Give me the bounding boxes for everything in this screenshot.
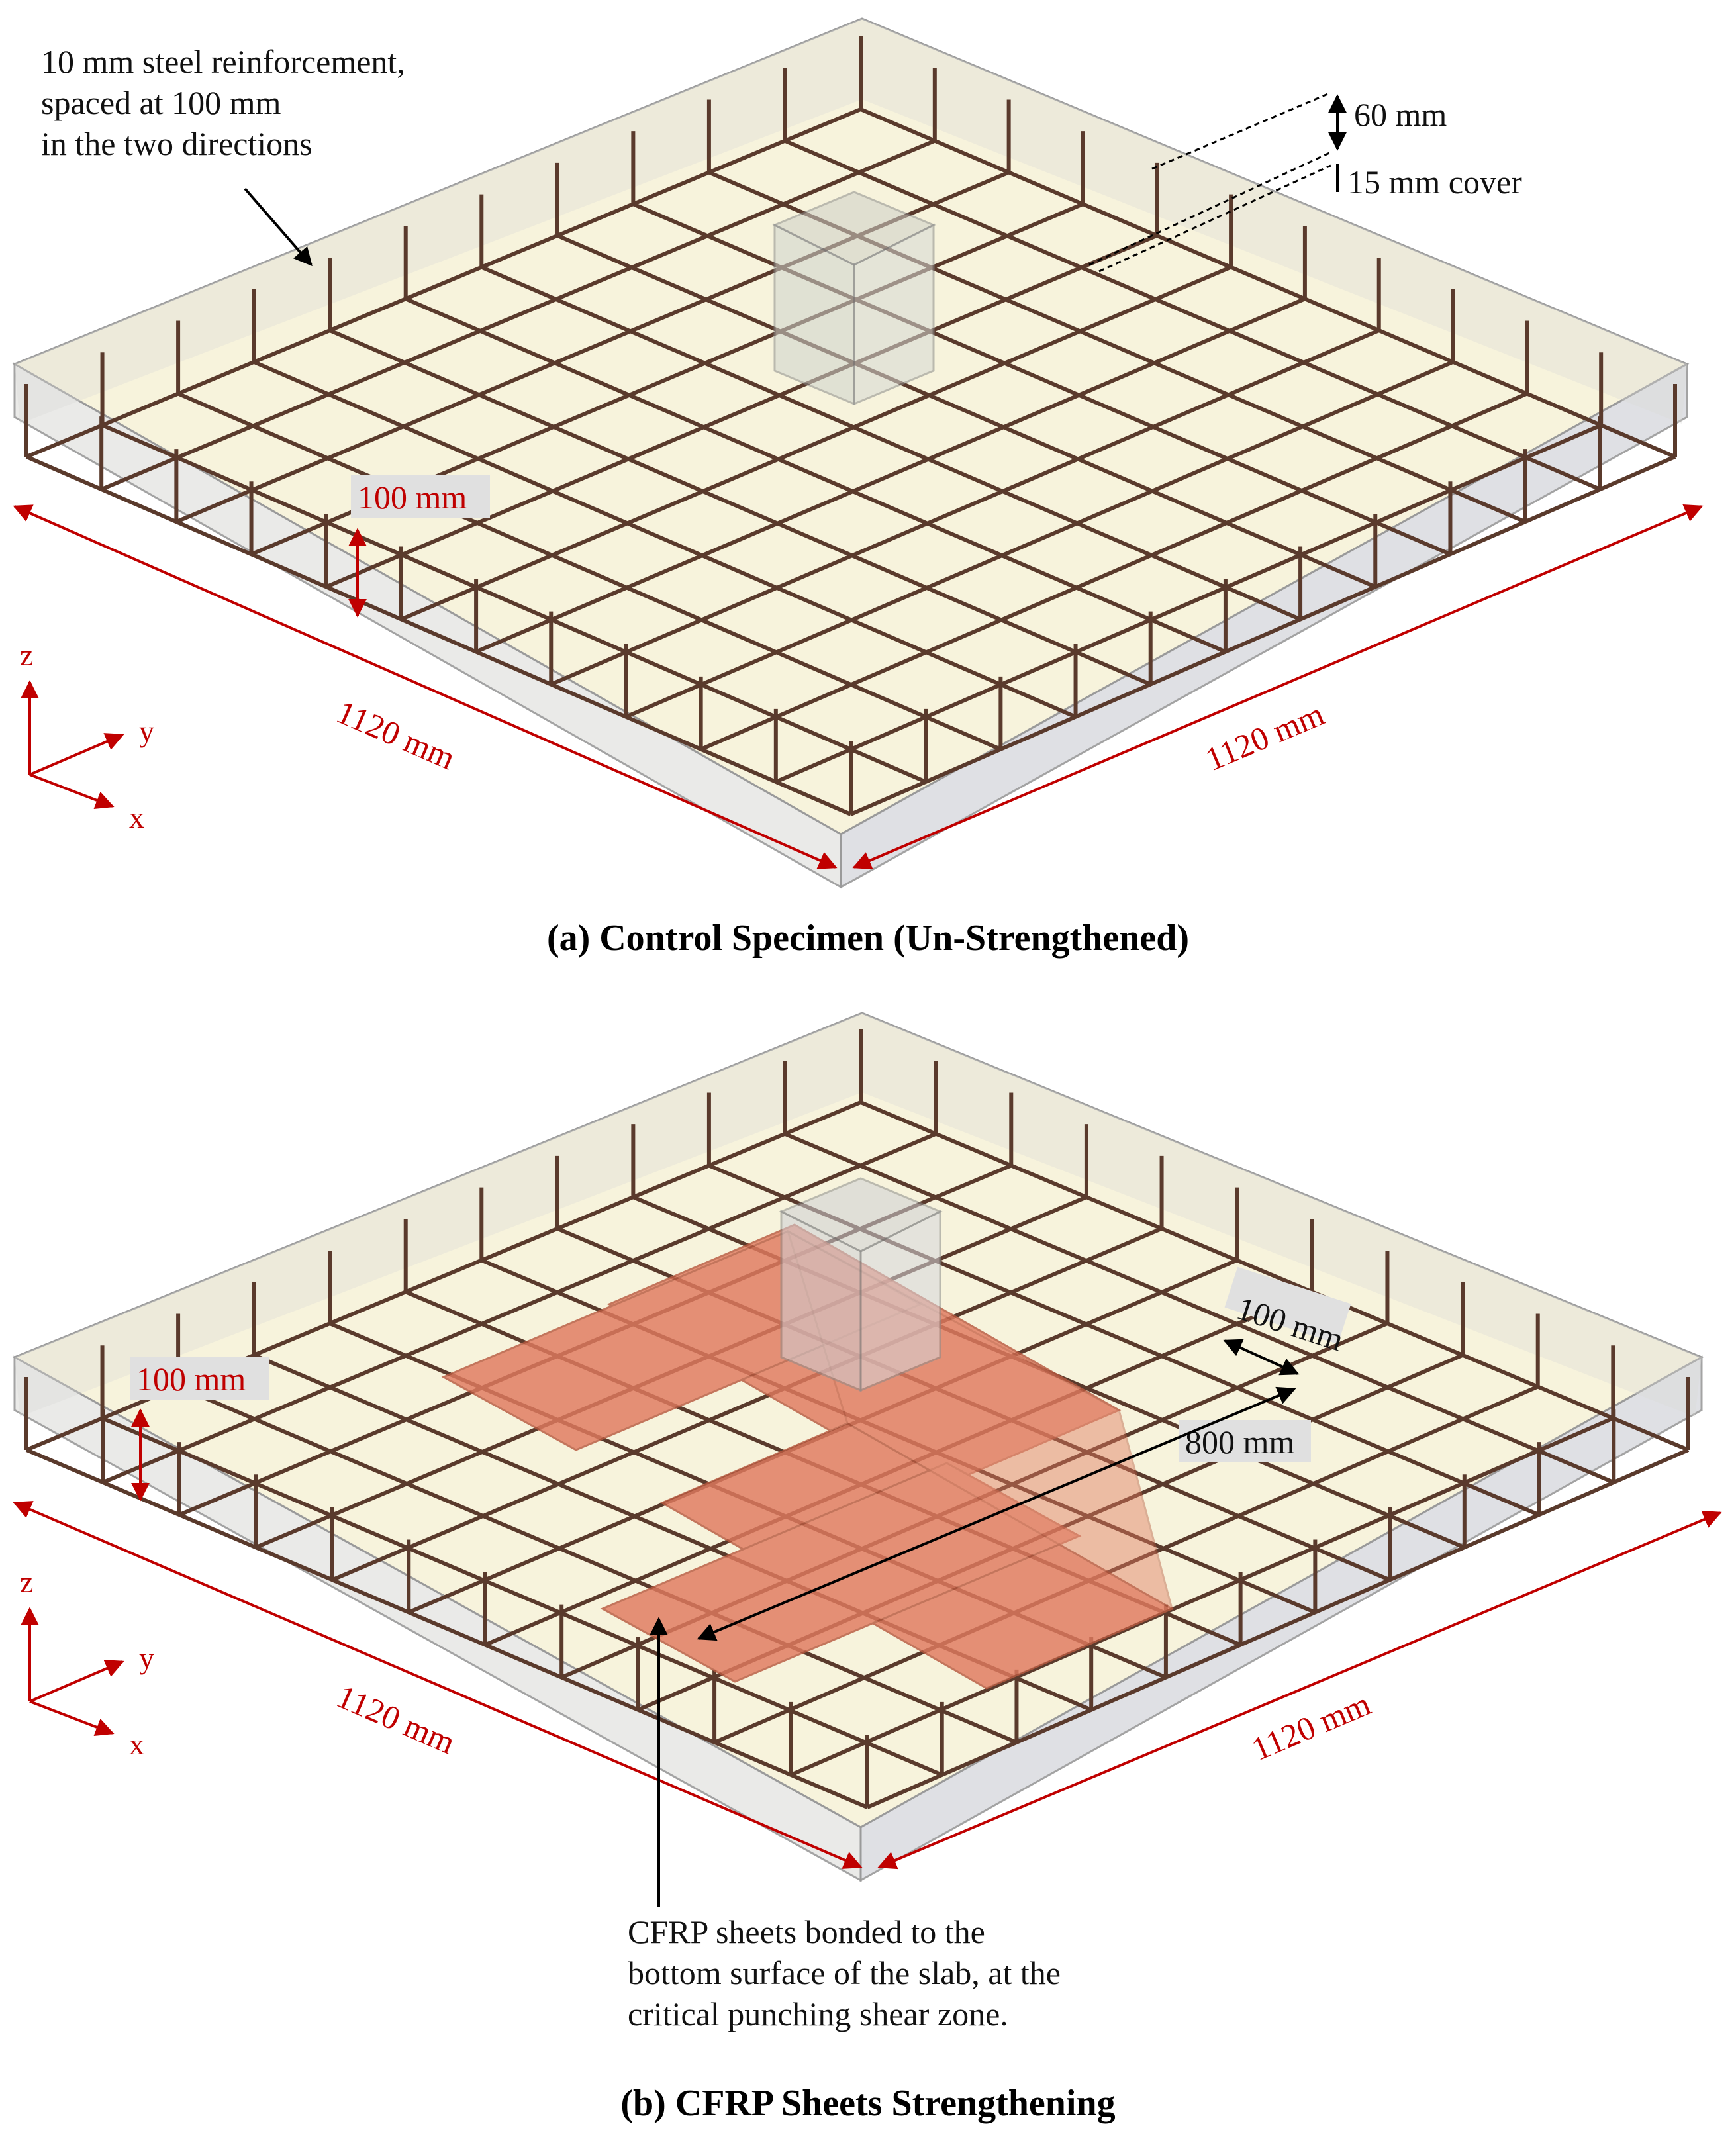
note-line-2: bottom surface of the slab, at the [628, 1954, 1061, 1991]
axis-x-label-b: x [129, 1727, 144, 1761]
panel-b-column [779, 1177, 943, 1392]
panel-b-caption: (b) CFRP Sheets Strengthening [620, 2083, 1115, 2124]
dim-right-label-b: 1120 mm [1246, 1685, 1375, 1768]
panel-a-rebar-annotation: 10 mm steel reinforcement, spaced at 100… [41, 43, 405, 267]
dim-bar-height-label-b: 100 mm [136, 1360, 246, 1398]
panel-b-bar-height-dimension: 100 mm [130, 1357, 269, 1502]
dim-bar-height-label: 100 mm [358, 479, 467, 516]
axis-x-label: x [129, 800, 144, 834]
cfrp-note: CFRP sheets bonded to the bottom surface… [628, 1617, 1061, 2032]
rebar-bar [632, 202, 1451, 557]
panel-b-length-dimension: 800 mm [697, 1386, 1311, 1641]
panel-a-caption: (a) Control Specimen (Un-Strengthened) [547, 918, 1189, 959]
note-line-1: CFRP sheets bonded to the [628, 1913, 985, 1950]
axis-y-label-b: y [139, 1641, 154, 1675]
axis-z-label: z [20, 638, 33, 672]
panel-a-depth-dimension: 60 mm 15 mm cover [1088, 91, 1522, 273]
panel-a-column [772, 191, 936, 406]
axis-z-label-b: z [20, 1565, 33, 1599]
rebar-bar [25, 107, 862, 459]
axis-y-label: y [139, 714, 154, 748]
rebar-bar [784, 138, 1601, 491]
annotation-line-3: in the two directions [41, 125, 313, 162]
annotation-line-1: 10 mm steel reinforcement, [41, 43, 405, 80]
rebar-bar [859, 107, 1676, 459]
dim-left-label-b: 1120 mm [332, 1678, 461, 1762]
dim-left-label: 1120 mm [332, 693, 461, 777]
rebar-bar [859, 1100, 1690, 1452]
panel-b-axes-triad: z y x [20, 1565, 154, 1761]
rebar-bar [101, 138, 936, 491]
dim-depth-label: 60 mm [1354, 96, 1447, 133]
dim-cover-label: 15 mm cover [1347, 164, 1522, 201]
rebar-bar [784, 1131, 1615, 1484]
annotation-line-2: spaced at 100 mm [41, 84, 281, 121]
rebar-bar [102, 1131, 937, 1484]
panel-a-axes-triad: z y x [20, 638, 154, 834]
dim-right-label: 1120 mm [1200, 695, 1329, 778]
annotation-arrow [244, 187, 313, 267]
note-line-3: critical punching shear zone. [628, 1995, 1008, 2032]
